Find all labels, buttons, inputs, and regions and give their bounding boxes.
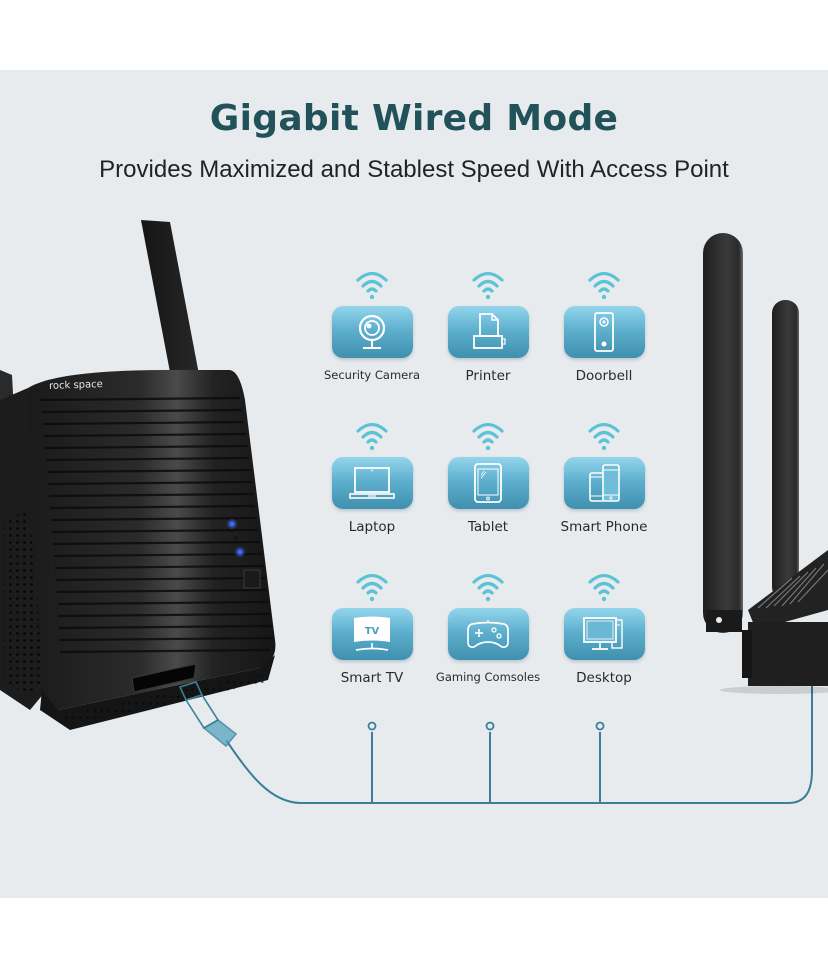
device-laptop: Laptop xyxy=(313,419,431,535)
drop-node-3 xyxy=(595,721,605,731)
led-sig xyxy=(229,521,235,527)
laptop-icon xyxy=(349,467,395,499)
ethernet-plug xyxy=(178,681,238,748)
tablet-icon xyxy=(474,463,502,503)
smartphone-icon xyxy=(589,464,620,502)
printer-tile xyxy=(447,306,529,358)
ethernet-port xyxy=(131,663,197,693)
product-panel: Gigabit Wired Mode Provides Maximized an… xyxy=(0,70,828,898)
wifi-icon xyxy=(356,422,388,451)
smart-phone-tile xyxy=(563,457,645,509)
device-printer: Printer xyxy=(429,268,547,384)
drop-node-2 xyxy=(485,721,495,731)
wifi-icon xyxy=(356,271,388,300)
router xyxy=(703,233,828,694)
router-antenna-2 xyxy=(772,300,799,600)
gamepad-icon xyxy=(467,620,509,648)
router-fins xyxy=(748,550,828,630)
tv-icon-text: TV xyxy=(365,626,380,637)
wps-button xyxy=(243,569,261,589)
desktop-tile xyxy=(563,608,645,660)
page-title: Gigabit Wired Mode xyxy=(209,98,619,139)
router-body xyxy=(748,622,828,686)
laptop-tile xyxy=(331,457,413,509)
gaming-consoles-tile xyxy=(447,608,529,660)
wifi-icon xyxy=(472,573,504,602)
router-antenna-1 xyxy=(703,233,743,633)
device-label: Printer xyxy=(465,368,511,384)
device-security-camera: Security Camera xyxy=(313,268,431,382)
range-extender xyxy=(0,220,276,748)
wifi-icon xyxy=(356,573,388,602)
device-label: Gaming Comsoles xyxy=(435,670,541,684)
drop-node-1 xyxy=(367,721,377,731)
led-pwr xyxy=(237,549,243,555)
tv-icon: TV xyxy=(354,616,390,651)
device-label: Laptop xyxy=(348,519,396,535)
device-smart-tv: TV Smart TV xyxy=(313,570,431,686)
desktop-icon xyxy=(583,617,623,650)
extender-front xyxy=(28,369,276,710)
doorbell-icon xyxy=(594,312,614,352)
device-label: Smart Phone xyxy=(560,519,648,535)
wifi-icon xyxy=(588,271,620,300)
wifi-icon xyxy=(588,573,620,602)
device-doorbell: Doorbell xyxy=(545,268,663,384)
extender-ridges xyxy=(39,396,274,654)
wifi-icon xyxy=(588,422,620,451)
device-gaming-consoles: Gaming Comsoles xyxy=(429,570,547,684)
device-label: Smart TV xyxy=(340,670,404,686)
tablet-tile xyxy=(447,457,529,509)
wifi-icon xyxy=(472,422,504,451)
device-label: Tablet xyxy=(467,519,509,535)
led-wps xyxy=(234,536,238,540)
security-camera-icon xyxy=(358,314,386,349)
doorbell-tile xyxy=(563,306,645,358)
device-label: Security Camera xyxy=(323,368,420,382)
ethernet-cable xyxy=(225,650,813,804)
wifi-icon xyxy=(472,271,504,300)
page-subtitle: Provides Maximized and Stablest Speed Wi… xyxy=(99,156,729,183)
device-label: Doorbell xyxy=(575,368,633,384)
device-smart-phone: Smart Phone xyxy=(545,419,663,535)
ethernet-cable-diagram xyxy=(225,650,813,804)
printer-icon xyxy=(473,313,506,349)
device-desktop: Desktop xyxy=(545,570,663,686)
device-tablet: Tablet xyxy=(429,419,547,535)
smart-tv-tile: TV xyxy=(331,608,413,660)
device-label: Desktop xyxy=(576,670,632,686)
security-camera-tile xyxy=(331,306,413,358)
